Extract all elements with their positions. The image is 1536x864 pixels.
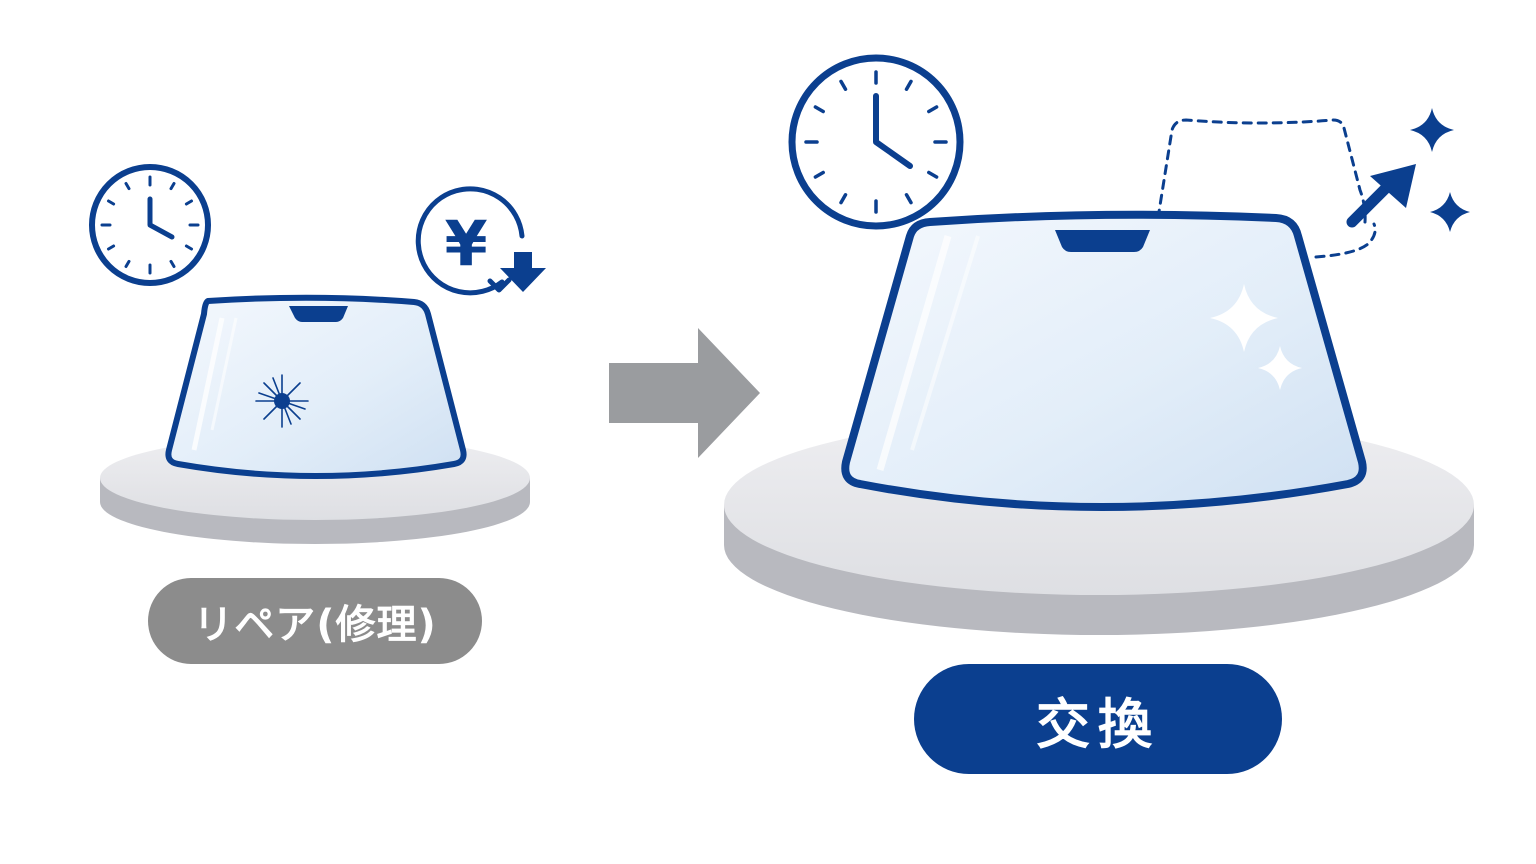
- arrow-right-icon: [609, 328, 760, 458]
- repair-label-pill: リペア(修理): [148, 578, 482, 664]
- yen-cost-down-icon: ¥: [415, 186, 546, 296]
- sparkle-icon: [1210, 284, 1302, 390]
- yen-symbol: ¥: [444, 207, 487, 280]
- replace-windshield: [841, 210, 1367, 511]
- chip-crack-icon: [255, 374, 309, 428]
- sparkle-icon: [1410, 108, 1470, 232]
- clock-icon: [89, 164, 211, 286]
- repair-windshield: [165, 294, 467, 479]
- replace-label-pill: 交換: [914, 664, 1282, 774]
- arrow-up-right-icon: [1346, 164, 1416, 228]
- clock-icon: [788, 54, 964, 230]
- old-glass-outline: [1156, 118, 1377, 259]
